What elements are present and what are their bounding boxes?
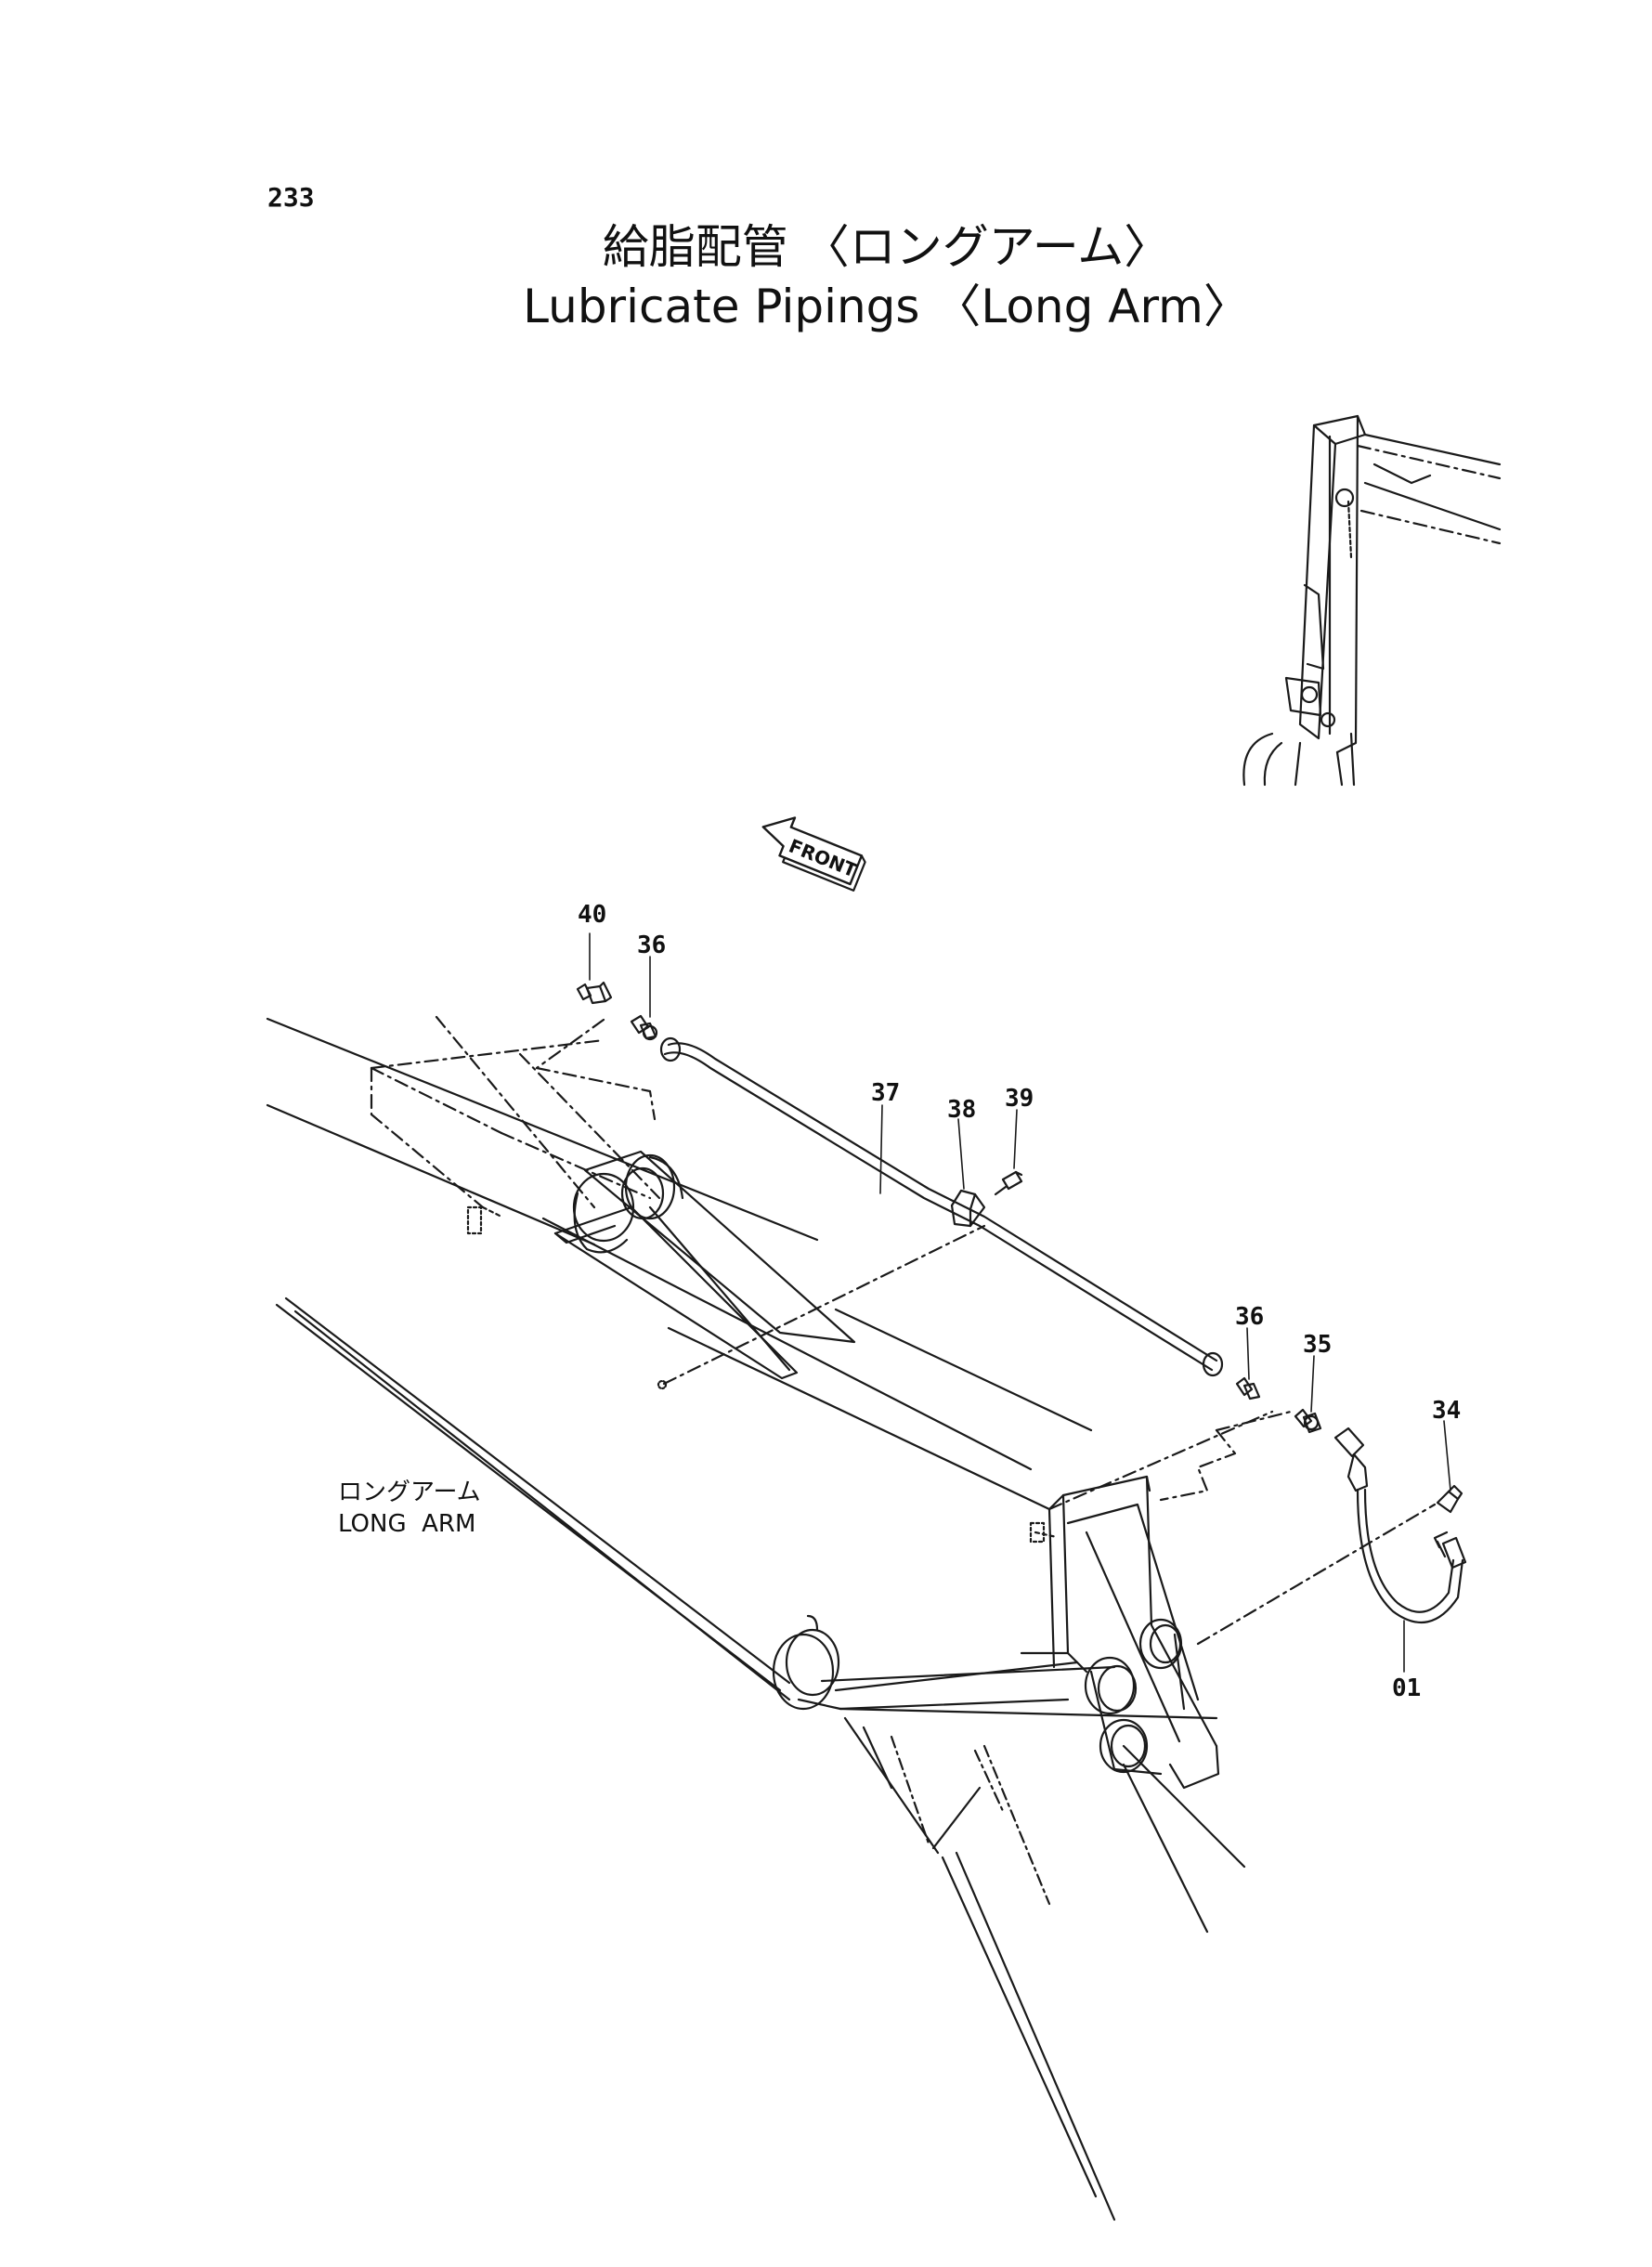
adapter-36-upper — [630, 1014, 658, 1041]
callout-40: 40 — [578, 901, 607, 929]
pipe-clamp-38 — [950, 1189, 986, 1228]
grease-nipple-40 — [576, 981, 613, 1005]
front-link-bracket — [772, 1410, 1437, 1790]
callout-34: 34 — [1432, 1397, 1462, 1425]
long-arm-body — [266, 1017, 1246, 2221]
clamp-bolt-39 — [994, 1170, 1023, 1196]
callout-01: 01 — [1392, 1674, 1422, 1702]
adapter-35 — [1294, 1408, 1322, 1434]
callout-39: 39 — [1005, 1085, 1034, 1113]
hose-01 — [1333, 1427, 1467, 1624]
callout-36-lower: 36 — [1235, 1303, 1265, 1331]
title-english: Lubricate Pipings 〈Long Arm〉 — [523, 280, 1250, 333]
title-japanese: 給脂配管 〈ロングアーム〉 — [602, 220, 1171, 274]
long-arm-label-english: LONG ARM — [338, 1510, 476, 1538]
callout-35: 35 — [1303, 1331, 1333, 1359]
elbow-34 — [1436, 1484, 1463, 1514]
page-number: 233 — [267, 182, 315, 213]
callout-37: 37 — [871, 1079, 901, 1107]
machine-inset-view — [1242, 414, 1502, 787]
callout-leaders — [589, 932, 1451, 1673]
front-arrow-icon: FRONT — [761, 816, 866, 892]
lube-pipe-37 — [659, 1036, 1224, 1377]
callout-38: 38 — [947, 1096, 977, 1124]
rear-link-bracket — [370, 1015, 986, 1390]
callout-36-upper: 36 — [637, 932, 667, 959]
long-arm-label-japanese: ロングアーム — [338, 1479, 481, 1506]
adapter-36-lower — [1235, 1376, 1261, 1401]
